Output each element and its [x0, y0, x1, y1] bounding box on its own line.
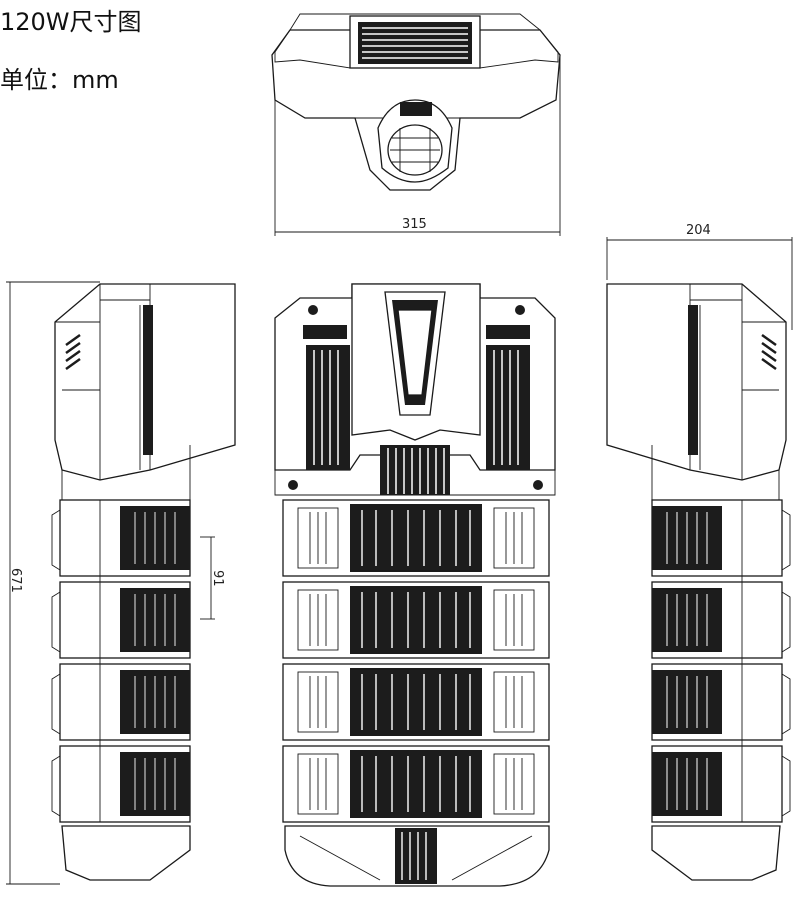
- dim-depth-label: 204: [686, 223, 711, 238]
- left-side-view: [51, 283, 236, 881]
- dim-width-label: 315: [402, 217, 427, 232]
- dim-height-label: 671: [8, 568, 23, 593]
- unit-label: 单位：mm: [0, 66, 119, 94]
- right-side-view: [606, 283, 791, 881]
- left-module-stack: [51, 499, 191, 823]
- right-module-stack: [651, 499, 791, 823]
- dim-pitch-label: 91: [210, 570, 225, 587]
- front-view: [274, 283, 556, 887]
- dim-height: 671: [6, 281, 100, 885]
- dim-width: 315: [274, 55, 561, 236]
- dim-pitch: 91: [200, 536, 225, 620]
- dim-depth: 204: [606, 223, 793, 330]
- drawing-title: 120W尺寸图: [0, 8, 142, 36]
- front-module-stack: [282, 499, 550, 823]
- top-view: [271, 13, 561, 191]
